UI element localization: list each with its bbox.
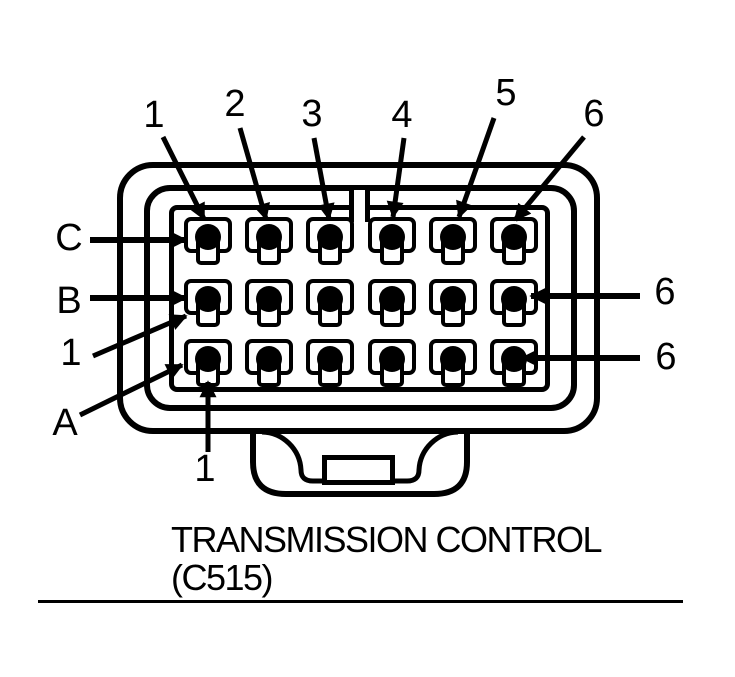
pin-socket-B6 <box>490 279 538 327</box>
pin-socket-A4 <box>368 339 416 387</box>
pin-C4 <box>379 224 405 250</box>
caption: TRANSMISSION CONTROL (C515) <box>171 519 603 598</box>
pin-C1 <box>195 224 221 250</box>
pin-socket-A3 <box>306 339 354 387</box>
pin-socket-A1 <box>184 339 232 387</box>
key-slot <box>349 190 370 222</box>
pin-socket-B1 <box>184 279 232 327</box>
pin-label-6-row-b: 6 <box>654 271 676 313</box>
row-label-a: A <box>52 402 78 444</box>
pin-label-1-bottom: 1 <box>194 448 216 490</box>
pin-socket-B4 <box>368 279 416 327</box>
pin-B3 <box>317 286 343 312</box>
pin-socket-C1 <box>184 217 232 265</box>
pin-socket-A5 <box>429 339 477 387</box>
pin-A2 <box>256 346 282 372</box>
pin-socket-C6 <box>490 217 538 265</box>
pin-socket-A2 <box>245 339 293 387</box>
pin-socket-C3 <box>306 217 354 265</box>
pin-label-6-row-a: 6 <box>655 336 677 378</box>
caption-title: TRANSMISSION CONTROL <box>171 519 603 560</box>
pin-socket-B2 <box>245 279 293 327</box>
pin-B4 <box>379 286 405 312</box>
pin-B1 <box>195 286 221 312</box>
pin-socket-C5 <box>429 217 477 265</box>
pin-socket-C4 <box>368 217 416 265</box>
pin-A6 <box>501 346 527 372</box>
row-label-b: B <box>56 280 82 322</box>
pin-A4 <box>379 346 405 372</box>
bottom-rule <box>38 600 683 603</box>
pin-label-1-left: 1 <box>60 332 82 374</box>
row-label-c: C <box>55 217 83 259</box>
col-label-1: 1 <box>143 94 165 136</box>
col-label-4: 4 <box>391 94 413 136</box>
pin-A3 <box>317 346 343 372</box>
col-label-5: 5 <box>495 72 517 114</box>
pin-C5 <box>440 224 466 250</box>
pin-C2 <box>256 224 282 250</box>
pin-socket-C2 <box>245 217 293 265</box>
pin-socket-B5 <box>429 279 477 327</box>
col-label-3: 3 <box>301 93 323 135</box>
pin-B2 <box>256 286 282 312</box>
col-label-6: 6 <box>583 93 605 135</box>
pin-A5 <box>440 346 466 372</box>
pin-socket-B3 <box>306 279 354 327</box>
pin-socket-A6 <box>490 339 538 387</box>
caption-connector-id: (C515) <box>171 557 274 598</box>
pin-C3 <box>317 224 343 250</box>
pin-A1 <box>195 346 221 372</box>
pin-B5 <box>440 286 466 312</box>
col-label-2: 2 <box>224 83 246 125</box>
pin-B6 <box>501 286 527 312</box>
pin-C6 <box>501 224 527 250</box>
